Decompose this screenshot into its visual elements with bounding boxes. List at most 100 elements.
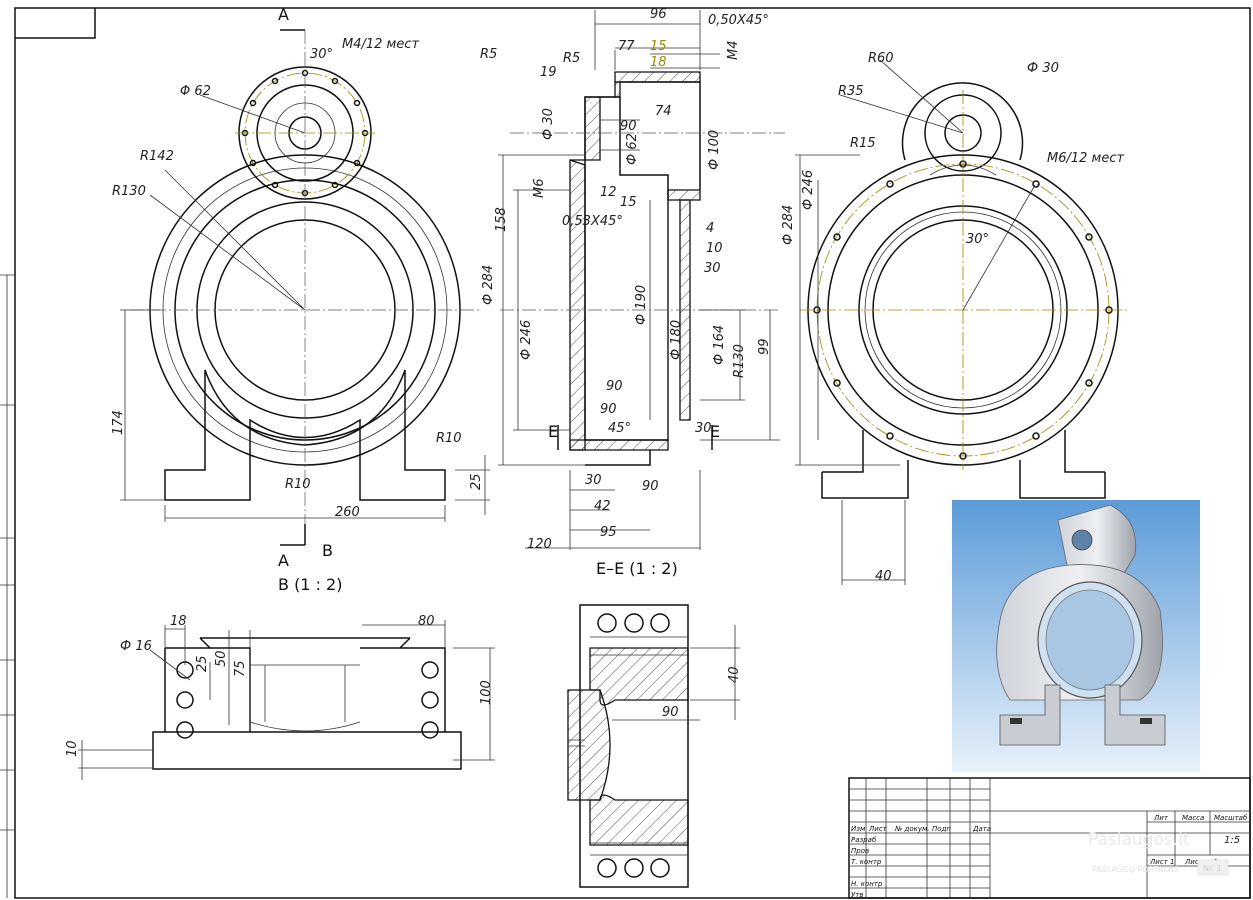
svg-text:10: 10	[706, 241, 723, 256]
svg-text:0,50X45°: 0,50X45°	[708, 13, 769, 28]
svg-text:Ф 180: Ф 180	[669, 320, 684, 360]
svg-text:R10: R10	[285, 477, 311, 492]
svg-text:R5: R5	[563, 51, 580, 66]
hatched-section-dims: 40 90	[662, 666, 742, 720]
svg-text:30: 30	[704, 261, 721, 276]
sheet-frame	[0, 7, 1251, 899]
svg-text:Ф 190: Ф 190	[634, 285, 649, 325]
svg-text:95: 95	[600, 525, 617, 540]
svg-text:80: 80	[418, 614, 435, 629]
svg-text:99: 99	[757, 338, 772, 355]
svg-text:90: 90	[600, 402, 617, 417]
svg-text:Лист 1: Лист 1	[1149, 858, 1174, 866]
svg-text:45°: 45°	[608, 421, 631, 436]
svg-text:Дата: Дата	[972, 825, 991, 833]
svg-text:Лист: Лист	[868, 825, 888, 833]
svg-text:90: 90	[606, 379, 623, 394]
svg-text:Ф 30: Ф 30	[541, 108, 556, 140]
svg-text:90: 90	[642, 479, 659, 494]
svg-text:75: 75	[233, 660, 248, 677]
side-view	[795, 59, 1130, 585]
svg-text:M4: M4	[726, 41, 741, 61]
svg-text:96: 96	[650, 7, 667, 22]
svg-text:R15: R15	[850, 136, 876, 151]
svg-text:4: 4	[706, 221, 714, 236]
svg-text:25: 25	[469, 473, 484, 490]
front-view	[120, 29, 490, 546]
svg-text:Утв: Утв	[851, 891, 863, 899]
svg-text:50: 50	[214, 650, 229, 667]
svg-text:R142: R142	[140, 149, 174, 164]
svg-text:74: 74	[655, 104, 672, 119]
svg-text:90: 90	[662, 705, 679, 720]
svg-text:18: 18	[650, 55, 667, 70]
svg-text:40: 40	[875, 569, 892, 584]
svg-text:Ф 100: Ф 100	[707, 130, 722, 170]
svg-text:M6: M6	[532, 179, 547, 199]
svg-text:Ф 30: Ф 30	[1027, 61, 1059, 76]
svg-text:30°: 30°	[966, 232, 989, 247]
view-b-title: B (1 : 2)	[278, 575, 342, 594]
svg-text:Ф 62: Ф 62	[625, 133, 640, 165]
svg-text:R35: R35	[838, 84, 864, 99]
svg-text:Подп: Подп	[932, 825, 951, 833]
svg-text:158: 158	[494, 207, 509, 232]
title-block: Изм Лист № докум. Подп Дата Разраб Пров …	[848, 777, 1251, 899]
svg-text:260: 260	[335, 505, 360, 520]
side-view-dims: R60 Ф 30 R35 R15 M6/12 мест Ф 246 Ф 284 …	[781, 51, 1124, 584]
svg-text:Лит: Лит	[1153, 814, 1169, 822]
section-view-dims: 96 0,50X45° 77 15 18 M4 R5 R5 19 74 Ф 30…	[480, 7, 772, 552]
3d-render	[952, 500, 1200, 772]
bottom-view-dims: Ф 16 18 25 50 75 80 100 10	[65, 614, 494, 757]
svg-text:30°: 30°	[310, 47, 333, 62]
svg-text:120: 120	[527, 537, 552, 552]
svg-text:Nr. 1: Nr. 1	[1203, 864, 1222, 873]
svg-text:Пров: Пров	[851, 847, 869, 855]
front-view-dims: Φ 62 M4/12 мест 30° R142 R130 174 R10 R1…	[111, 37, 484, 520]
svg-text:15: 15	[620, 195, 637, 210]
hatched-section	[567, 604, 740, 888]
svg-text:E: E	[548, 422, 558, 441]
svg-text:Изм: Изм	[851, 825, 866, 833]
svg-text:0,53X45°: 0,53X45°	[562, 214, 623, 229]
section-view	[498, 10, 785, 550]
svg-text:10: 10	[65, 740, 80, 757]
svg-text:90: 90	[620, 119, 637, 134]
svg-text:B: B	[322, 541, 333, 560]
svg-text:R130: R130	[112, 184, 146, 199]
section-markers-a: A A B	[278, 5, 333, 570]
svg-text:R130: R130	[732, 344, 747, 378]
svg-text:R60: R60	[868, 51, 894, 66]
svg-text:Ф 284: Ф 284	[781, 205, 796, 245]
svg-text:M6/12 мест: M6/12 мест	[1047, 151, 1124, 166]
svg-text:18: 18	[170, 614, 187, 629]
svg-text:25: 25	[195, 655, 210, 672]
svg-text:E: E	[710, 422, 720, 441]
svg-text:A: A	[278, 5, 289, 24]
svg-text:100: 100	[479, 680, 494, 705]
svg-text:Масса: Масса	[1182, 814, 1204, 822]
section-e-title: E–E (1 : 2)	[596, 559, 678, 578]
svg-text:A: A	[278, 551, 289, 570]
svg-text:Ф 246: Ф 246	[801, 170, 816, 210]
svg-text:№ докум.: № докум.	[894, 825, 930, 833]
svg-text:Ф 284: Ф 284	[481, 265, 496, 305]
svg-text:R5: R5	[480, 47, 497, 62]
svg-text:19: 19	[540, 65, 557, 80]
svg-text:40: 40	[727, 666, 742, 683]
svg-text:Разраб: Разраб	[851, 836, 877, 844]
svg-text:1:5: 1:5	[1224, 835, 1240, 846]
svg-text:PASLAUGŲ PORTALAS: PASLAUGŲ PORTALAS	[1092, 865, 1178, 874]
svg-text:30: 30	[585, 473, 602, 488]
svg-text:30: 30	[695, 421, 712, 436]
svg-text:Ф 16: Ф 16	[120, 639, 152, 654]
bolt-holes-front	[241, 69, 369, 197]
svg-text:R10: R10	[436, 431, 462, 446]
svg-text:Paslaugos.lt: Paslaugos.lt	[1088, 830, 1190, 850]
svg-text:77: 77	[618, 39, 635, 54]
svg-text:Ф 164: Ф 164	[712, 325, 727, 365]
svg-text:12: 12	[600, 185, 617, 200]
bottom-view-holes	[176, 661, 439, 739]
watermark: Paslaugos.lt PASLAUGŲ PORTALAS Nr. 1	[1088, 830, 1229, 876]
